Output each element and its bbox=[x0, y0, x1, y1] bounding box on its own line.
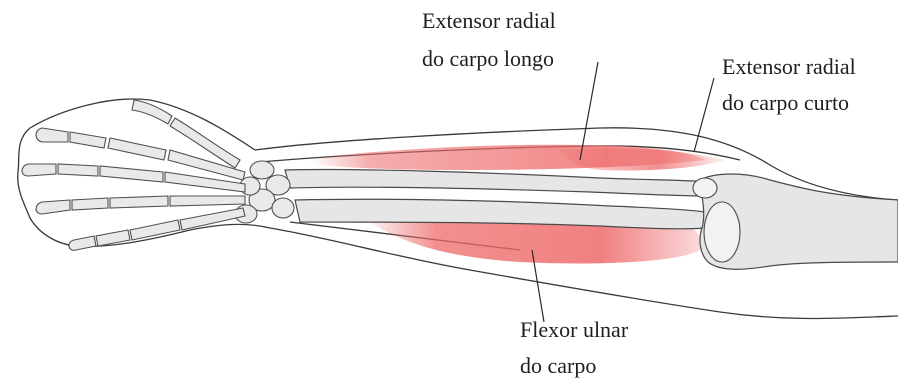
label-fcu-line1: Flexor ulnar bbox=[520, 317, 629, 342]
label-ecrl-line1: Extensor radial bbox=[422, 8, 556, 33]
label-fcu: Flexor ulnar do carpo bbox=[520, 317, 634, 378]
label-ecrb-line1: Extensor radial bbox=[722, 54, 856, 79]
radial-head bbox=[693, 178, 717, 198]
elbow-condyle bbox=[704, 202, 740, 262]
label-fcu-line2: do carpo bbox=[520, 353, 596, 378]
label-ecrl-line2: do carpo longo bbox=[422, 46, 554, 71]
radius-bone bbox=[285, 169, 710, 196]
finger-bones bbox=[22, 100, 245, 250]
label-ecrb-line2: do carpo curto bbox=[722, 90, 849, 115]
label-ecrl: Extensor radial do carpo longo bbox=[422, 8, 561, 71]
label-ecrb: Extensor radial do carpo curto bbox=[722, 54, 861, 115]
leader-line-ecrb bbox=[694, 78, 714, 152]
